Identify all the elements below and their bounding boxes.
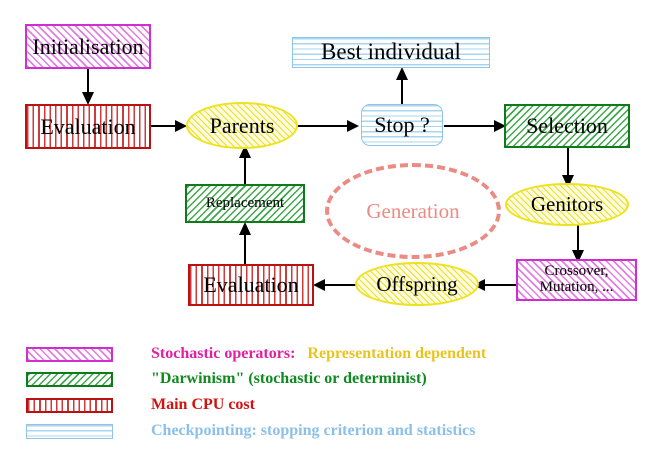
edge-replacement-to-parents [244, 147, 246, 185]
generation-cycle-ellipse: Generation [325, 163, 501, 259]
legend-row-checkpointing: Checkpointing: stopping criterion and st… [26, 422, 475, 440]
node-crossover-mutation[interactable]: Crossover, Mutation, ... [516, 259, 637, 301]
legend-label-darwinism: "Darwinism" (stochastic or determinist) [151, 370, 427, 387]
node-evaluation-bottom[interactable]: Evaluation [188, 264, 314, 306]
edge-crossover-to-offspring [478, 284, 518, 286]
edge-evaluation-to-replacement [244, 224, 246, 266]
node-crossover-label-line1: Crossover, [544, 263, 609, 280]
edge-parents-to-stop [295, 125, 352, 127]
legend-swatch-blue [26, 423, 113, 439]
arrowhead-parents-to-stop [347, 120, 359, 132]
node-replacement-label: Replacement [205, 194, 285, 211]
edge-evaluation-to-parents [150, 125, 180, 127]
node-evaluation-top[interactable]: Evaluation [25, 104, 151, 149]
arrowhead-stop-to-best-individual [396, 67, 408, 80]
edge-offspring-to-evaluation [320, 284, 362, 286]
edge-genitors-to-crossover [577, 225, 579, 260]
edge-initialisation-to-evaluation [87, 69, 89, 95]
arrowhead-initialisation-to-evaluation [82, 92, 94, 105]
legend-label-main-cpu-cost: Main CPU cost [151, 396, 255, 413]
arrowhead-offspring-to-evaluation [313, 279, 325, 291]
node-stop-label: Stop ? [374, 112, 430, 138]
node-evaluation-top-label: Evaluation [40, 113, 136, 139]
legend-row-darwinism: "Darwinism" (stochastic or determinist) [26, 370, 427, 388]
edge-stop-to-best-individual [401, 69, 403, 106]
node-selection[interactable]: Selection [504, 104, 630, 148]
node-replacement[interactable]: Replacement [185, 184, 305, 223]
legend-label-checkpointing: Checkpointing: stopping criterion and st… [151, 422, 476, 439]
legend-swatch-green [26, 371, 113, 387]
legend-row-stochastic-operators: Stochastic operators: Representation dep… [26, 345, 486, 363]
legend-label-stochastic-operators: Stochastic operators: [151, 345, 296, 362]
legend-swatch-red [26, 397, 113, 413]
generation-label: Generation [366, 198, 460, 223]
node-best-individual[interactable]: Best individual [292, 37, 490, 68]
node-evaluation-bottom-label: Evaluation [203, 272, 299, 298]
node-parents[interactable]: Parents [186, 102, 298, 149]
arrowhead-evaluation-to-replacement [239, 222, 251, 235]
arrowhead-stop-to-selection [494, 120, 506, 132]
node-stop[interactable]: Stop ? [361, 104, 443, 146]
node-genitors-label: Genitors [530, 192, 604, 217]
node-parents-label: Parents [209, 112, 275, 138]
node-selection-label: Selection [526, 113, 608, 139]
edge-selection-to-genitors [567, 147, 569, 183]
node-initialisation[interactable]: Initialisation [25, 24, 151, 69]
node-offspring-label: Offspring [376, 271, 458, 296]
legend-label-representation-dependent: Representation dependent [307, 345, 487, 362]
node-crossover-label-line2: Mutation, ... [539, 279, 614, 295]
node-genitors[interactable]: Genitors [505, 183, 629, 226]
legend-row-main-cpu-cost: Main CPU cost [26, 396, 255, 414]
node-offspring[interactable]: Offspring [355, 262, 479, 306]
node-best-individual-label: Best individual [321, 39, 461, 65]
arrowhead-evaluation-to-parents [175, 120, 187, 132]
node-initialisation-label: Initialisation [32, 33, 144, 59]
edge-stop-to-selection [444, 125, 500, 127]
legend-swatch-magenta [26, 346, 113, 362]
